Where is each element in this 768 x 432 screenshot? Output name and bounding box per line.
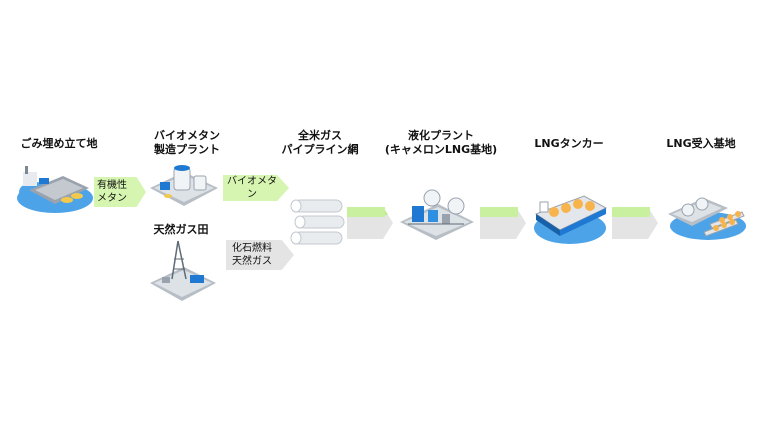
label-biomethane-plant: バイオメタン 製造プラント (154, 129, 220, 156)
label-lng-terminal: LNG受入基地 (666, 137, 736, 150)
lng-terminal-icon (668, 197, 746, 240)
label-gas-field: 天然ガス田 (153, 223, 209, 236)
label-landfill: ごみ埋め立て地 (20, 137, 98, 150)
liquefaction-plant-icon (400, 189, 474, 240)
label-pipeline: 全米ガス パイプライン網 (281, 129, 359, 156)
biomethane-plant-icon (150, 165, 218, 206)
label-lng-tanker: LNGタンカー (534, 137, 604, 150)
pipeline-icon (290, 199, 345, 245)
gas-field-icon (150, 240, 216, 301)
label-liquefaction-plant: 液化プラント (キャメロンLNG基地) (384, 129, 498, 156)
arrow-organic-methane: 有機性 メタン (94, 177, 146, 207)
arrow-fossil-gas: 化石燃料 天然ガス (226, 240, 294, 270)
arrow-pipeline-to-plant (347, 207, 393, 239)
arrow-tanker-to-terminal (612, 207, 658, 239)
lng-tanker-icon (534, 195, 608, 244)
landfill-icon (17, 166, 93, 213)
arrow-biomethane: バイオメタン (223, 175, 289, 201)
arrow-plant-to-tanker (480, 207, 526, 239)
